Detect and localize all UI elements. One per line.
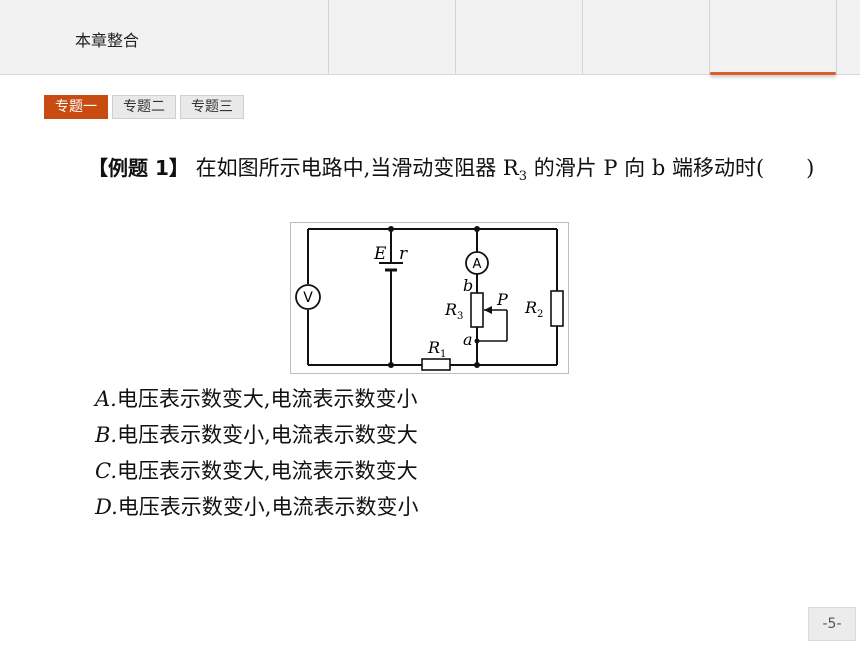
- tab-topic-1[interactable]: 专题一: [44, 95, 108, 119]
- label-R2-sub: 2: [537, 309, 543, 320]
- header-divider: [328, 0, 329, 74]
- slider-arrowhead: [484, 306, 492, 314]
- r1-resistor: [421, 358, 451, 371]
- option-b[interactable]: B.电压表示数变小,电流表示数变大: [95, 417, 418, 453]
- option-c[interactable]: C.电压表示数变大,电流表示数变大: [95, 453, 418, 489]
- circuit-diagram: V A E r b a P R 3 R 2 R 1: [295, 226, 564, 371]
- label-a: a: [463, 330, 473, 349]
- junction-dot: [388, 362, 394, 368]
- voltmeter-circle: [295, 284, 321, 310]
- tab-topic-2[interactable]: 专题二: [112, 95, 176, 119]
- ammeter-label: A: [473, 257, 482, 272]
- question-body-2: 的滑片 P 向 b 端移动时( ): [527, 156, 815, 180]
- label-R3-sub: 3: [457, 311, 463, 322]
- option-d[interactable]: D.电压表示数变小,电流表示数变小: [95, 489, 418, 525]
- circuit-figure: V A E r b a P R 3 R 2 R 1: [290, 222, 569, 374]
- answer-options: A.电压表示数变大,电流表示数变小 B.电压表示数变小,电流表示数变大 C.电压…: [95, 381, 418, 525]
- header-divider: [836, 0, 837, 74]
- voltmeter-label: V: [303, 290, 313, 306]
- label-b: b: [463, 276, 473, 295]
- topic-tabs: 专题一 专题二 专题三: [44, 95, 244, 119]
- junction-dot: [388, 226, 394, 232]
- ammeter-circle: [465, 251, 489, 275]
- junction-dot: [474, 338, 480, 344]
- junction-dot: [474, 226, 480, 232]
- header-divider: [709, 0, 710, 74]
- option-text: 电压表示数变小,电流表示数变小: [117, 495, 419, 519]
- label-R2: R: [524, 298, 537, 317]
- option-letter: D.: [95, 495, 118, 519]
- option-letter: B.: [95, 423, 118, 447]
- label-R3: R: [444, 300, 457, 319]
- label-R1-sub: 1: [440, 349, 446, 360]
- option-letter: A.: [95, 387, 117, 411]
- junction-dot: [474, 362, 480, 368]
- option-text: 电压表示数变小,电流表示数变大: [117, 423, 418, 447]
- chapter-title: 本章整合: [75, 31, 140, 50]
- header-accent-line: [710, 72, 836, 75]
- label-E: E: [373, 244, 387, 264]
- header-divider: [582, 0, 583, 74]
- header-bar: 本章整合: [0, 0, 860, 75]
- option-text: 电压表示数变大,电流表示数变大: [117, 459, 418, 483]
- r3-resistor: [470, 292, 484, 328]
- label-r: r: [399, 244, 408, 264]
- option-a[interactable]: A.电压表示数变大,电流表示数变小: [95, 381, 418, 417]
- option-letter: C.: [95, 459, 117, 483]
- tab-topic-3[interactable]: 专题三: [180, 95, 244, 119]
- label-R1: R: [427, 338, 440, 357]
- question-body-1: 在如图所示电路中,当滑动变阻器 R: [195, 156, 519, 180]
- header-divider: [455, 0, 456, 74]
- option-text: 电压表示数变大,电流表示数变小: [116, 387, 418, 411]
- question-text: 【例题 1】 在如图所示电路中,当滑动变阻器 R3 的滑片 P 向 b 端移动时…: [44, 148, 824, 197]
- example-tag: 【例题 1】: [88, 156, 189, 180]
- page-number: -5-: [808, 607, 856, 641]
- label-P: P: [496, 290, 508, 309]
- question-sub: 3: [518, 169, 528, 185]
- r2-resistor: [550, 290, 564, 327]
